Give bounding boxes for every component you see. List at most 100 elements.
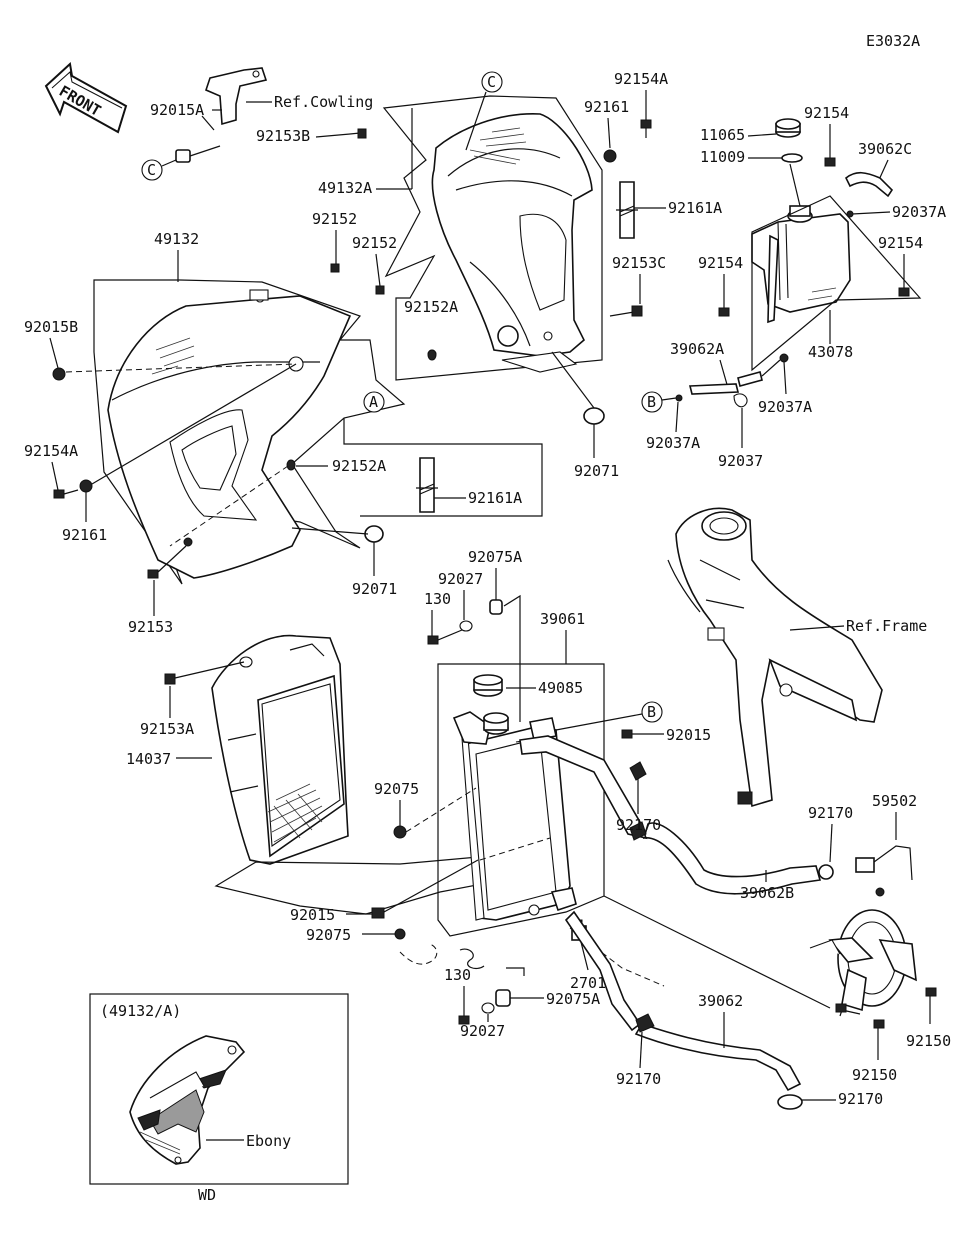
label-92015A: 92015A (150, 101, 204, 119)
clamp-92037 (733, 393, 748, 408)
spring-mark (459, 948, 485, 970)
label-92037A-c: 92037A (758, 398, 812, 416)
label-92154A-a: 92154A (24, 442, 78, 460)
frame-ref (667, 507, 883, 808)
bolt-92154-c (898, 287, 910, 297)
label-11065: 11065 (700, 126, 745, 144)
bolt-130-a (427, 629, 463, 645)
label-39062A: 39062A (670, 340, 724, 358)
label-92154A-b: 92154A (614, 70, 668, 88)
label-92153: 92153 (128, 618, 173, 636)
callout-c-circle-top (481, 71, 503, 93)
nut-92161-b (603, 149, 617, 163)
label-49132: 49132 (154, 230, 199, 248)
hose-39062A (688, 359, 781, 395)
grommet-92075-a (393, 825, 407, 839)
ref-cowling-label: Ref.Cowling (274, 93, 373, 111)
reservoir-tank-43078 (751, 195, 922, 372)
callout-c-top: C (487, 73, 496, 91)
label-92170-b: 92170 (808, 804, 853, 822)
label-130-a: 130 (424, 590, 451, 608)
clamp-92170-c (635, 1013, 655, 1033)
label-92154-b: 92154 (698, 254, 743, 272)
label-92075A-a: 92075A (468, 548, 522, 566)
diagram-code: E3032A (866, 32, 920, 50)
label-92161A-b: 92161A (668, 199, 722, 217)
label-92027-a: 92027 (438, 570, 483, 588)
dashed-connector (399, 943, 438, 965)
callout-b-circle-mid (641, 701, 663, 723)
grommet-92075-b (394, 928, 406, 940)
label-92152A-a: 92152A (404, 298, 458, 316)
label-92150-a: 92150 (906, 1032, 951, 1050)
clamp-92170-d (777, 1094, 803, 1110)
label-92153A: 92153A (140, 720, 194, 738)
label-92015-a: 92015 (666, 726, 711, 744)
clip-92037A-b (675, 394, 683, 402)
bolt-92150-b2 (873, 1019, 885, 1029)
label-92154-a: 92154 (804, 104, 849, 122)
label-92161A-a: 92161A (468, 489, 522, 507)
leader-92075A-a (503, 594, 521, 722)
label-92153C: 92153C (612, 254, 666, 272)
foam-strip-92161A-upper (616, 181, 638, 239)
label-92027-b: 92027 (460, 1022, 505, 1040)
label-92153B: 92153B (256, 127, 310, 145)
label-92037A-b: 92037A (646, 434, 700, 452)
bolt-92153A (164, 661, 245, 685)
radiator-outline-box (437, 663, 605, 937)
gasket-11009 (781, 153, 803, 163)
nut-92015B (52, 367, 66, 381)
nut-92152-b (375, 285, 385, 295)
label-92152-a: 92152 (312, 210, 357, 228)
callout-a: A (369, 393, 378, 411)
label-39062C: 39062C (858, 140, 912, 158)
front-arrow-icon: FRONT (44, 62, 128, 134)
label-49085: 49085 (538, 679, 583, 697)
bolt-92154-b (718, 307, 730, 317)
clip-92015-b (371, 907, 385, 919)
grommet-92071-b (583, 407, 605, 425)
bolt-92154-a (824, 157, 836, 167)
callout-c-left: C (147, 161, 156, 179)
bolt-92153C (609, 305, 643, 317)
inset-box (89, 993, 349, 1185)
clamp-92170-c-icon (629, 761, 647, 781)
clamp-92170-b (818, 864, 834, 880)
upper-shroud-49132A (382, 95, 603, 381)
bolt-92153B (349, 128, 367, 139)
bolt-92154A-b (640, 119, 652, 138)
fan-59502 (809, 845, 917, 1012)
radiator-cover-14037 (211, 634, 349, 865)
label-11009: 11009 (700, 148, 745, 166)
label-92071-b: 92071 (574, 462, 619, 480)
label-59502: 59502 (872, 792, 917, 810)
bolt-92150-b (835, 1003, 847, 1013)
label-92150-b: 92150 (852, 1066, 897, 1084)
radiator-cap-49085 (473, 674, 503, 697)
grommet-92075A-a (489, 599, 503, 615)
radiator-39061 (452, 711, 577, 921)
label-49132A: 49132A (318, 179, 372, 197)
hose-39062 (564, 910, 802, 1092)
label-39062B: 39062B (740, 884, 794, 902)
clamp-92170-a (629, 821, 647, 841)
nut-92161-a (79, 479, 93, 493)
clip-92015-a (621, 729, 633, 739)
callout-c-circle (141, 159, 163, 181)
grommet-92152A-a (427, 349, 437, 361)
label-14037: 14037 (126, 750, 171, 768)
grommet-92075A-b (495, 989, 511, 1007)
callout-b-mid: B (647, 703, 656, 721)
label-43078: 43078 (808, 343, 853, 361)
label-39061: 39061 (540, 610, 585, 628)
label-92071-a: 92071 (352, 580, 397, 598)
label-92015-b: 92015 (290, 906, 335, 924)
label-39062: 39062 (698, 992, 743, 1010)
washer-92027-b (481, 1002, 495, 1014)
shroud-outline-49132 (93, 279, 406, 585)
label-130-b: 130 (444, 966, 471, 984)
inset-ebony-label: Ebony (246, 1132, 291, 1150)
callout-b-circle-top (641, 391, 663, 413)
hose-39062C (844, 171, 894, 198)
